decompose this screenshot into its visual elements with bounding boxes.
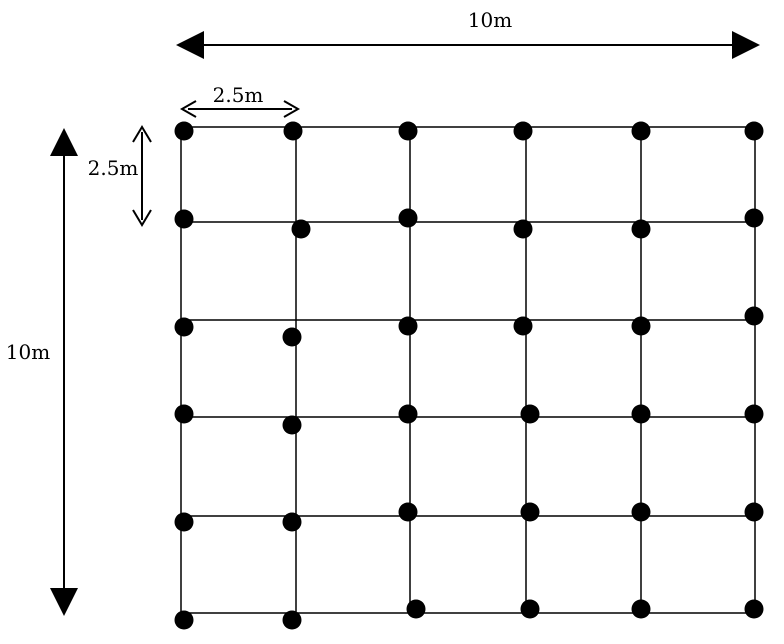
grid-point: [520, 599, 540, 619]
cell-width-label: 2.5m: [213, 83, 264, 107]
grid-dots: [174, 121, 764, 630]
top-width-label: 10m: [468, 8, 512, 32]
grid-point: [744, 502, 764, 522]
cell-height-label: 2.5m: [88, 156, 139, 180]
left-dimension-arrow: [50, 128, 78, 616]
grid-point: [520, 502, 540, 522]
grid-point: [631, 316, 651, 336]
grid-lines: [180, 126, 756, 614]
grid-point: [631, 404, 651, 424]
grid-point: [631, 502, 651, 522]
grid-point: [174, 209, 194, 229]
grid-point: [744, 404, 764, 424]
grid-point: [744, 208, 764, 228]
grid-point: [744, 121, 764, 141]
grid-point: [744, 306, 764, 326]
grid-point: [398, 404, 418, 424]
grid-point: [513, 121, 533, 141]
grid-point: [282, 512, 302, 532]
grid-point: [398, 121, 418, 141]
grid-point: [282, 415, 302, 435]
grid-point: [282, 327, 302, 347]
cell-height-arrow: [132, 125, 152, 227]
grid-point: [282, 610, 302, 630]
grid-point: [398, 316, 418, 336]
cell-width-arrow: [179, 100, 301, 118]
grid-point: [631, 121, 651, 141]
grid-point: [744, 599, 764, 619]
grid-point: [520, 404, 540, 424]
grid-point: [398, 502, 418, 522]
grid-point: [406, 599, 426, 619]
left-height-label: 10m: [6, 340, 50, 364]
grid-point: [631, 599, 651, 619]
grid-point: [174, 121, 194, 141]
grid-point: [174, 404, 194, 424]
grid-point: [291, 219, 311, 239]
top-dimension-arrow: [176, 31, 760, 59]
grid-point: [174, 317, 194, 337]
grid-point: [398, 208, 418, 228]
grid-point: [513, 316, 533, 336]
grid-point: [513, 219, 533, 239]
grid-point: [631, 219, 651, 239]
grid-point: [174, 512, 194, 532]
grid-point: [174, 610, 194, 630]
grid-point: [283, 121, 303, 141]
